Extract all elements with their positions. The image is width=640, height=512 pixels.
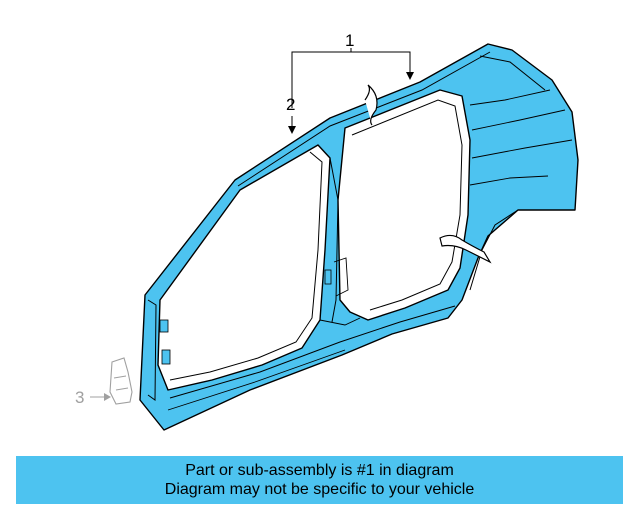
b-pillar-line (319, 317, 361, 326)
callout-1-arrowhead (406, 72, 414, 80)
callout-1-leader (291, 48, 411, 108)
wheel-arch-edge (469, 209, 575, 291)
hinge-slot (159, 319, 169, 333)
bracket-part-3 (109, 357, 133, 405)
banner-line-1: Part or sub-assembly is #1 in diagram (185, 462, 454, 479)
front-door-opening (157, 144, 331, 391)
rocker-line (167, 349, 346, 411)
quarter-panel-line (469, 89, 551, 106)
callout-3-arrowhead (104, 393, 111, 401)
b-pillar-line (329, 157, 339, 323)
callout-2-arrowhead (288, 126, 296, 134)
quarter-panel-line (469, 175, 549, 186)
hinge-pillar-line (147, 299, 157, 401)
rocker-line (169, 305, 456, 399)
sill-break-mark (439, 234, 492, 264)
b-pillar-slot (324, 269, 332, 285)
quarter-panel-line (471, 109, 566, 131)
info-banner: Part or sub-assembly is #1 in diagram Di… (16, 456, 623, 504)
banner-line-2: Diagram may not be specific to your vehi… (164, 481, 475, 498)
rear-door-opening (337, 89, 471, 321)
parts-diagram: 1 2 3 (75, 31, 579, 431)
roof-rail-line-2 (479, 55, 546, 91)
hinge-slot (161, 349, 171, 365)
callout-3-label: 3 (75, 388, 84, 407)
rear-opening-inner-edge (351, 99, 463, 311)
quarter-panel-line (471, 139, 573, 159)
b-pillar-line (333, 257, 349, 297)
roof-break-mark (364, 84, 378, 126)
front-opening-inner-edge (169, 151, 323, 381)
callout-1-label: 1 (345, 31, 354, 50)
callout-2-label: 2 (286, 95, 295, 114)
